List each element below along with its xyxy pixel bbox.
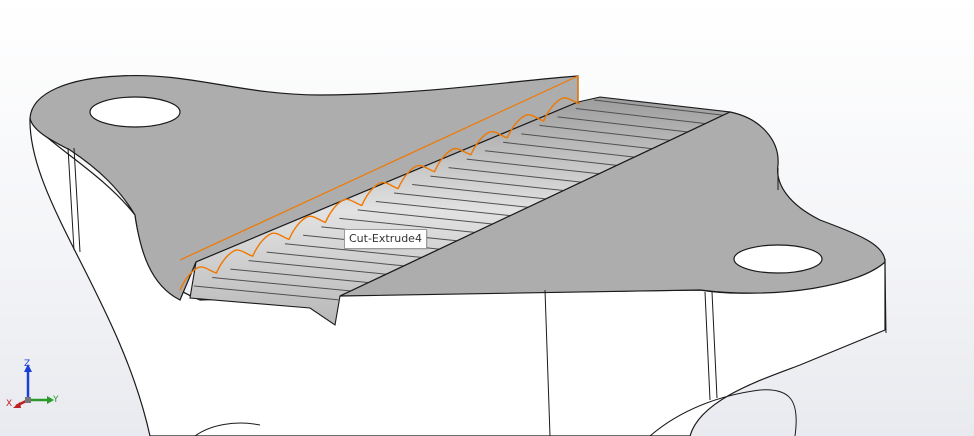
body-edge-line	[704, 291, 711, 401]
triad-arrows-icon	[13, 364, 54, 408]
reference-triad[interactable]: Z Y X	[4, 356, 68, 410]
groove-line	[557, 116, 695, 134]
body-edge-line	[711, 291, 718, 399]
cut-extrude-top-edge[interactable]	[179, 75, 579, 261]
groove-line	[575, 107, 713, 125]
body-edge-line	[544, 289, 551, 436]
left-flange-face[interactable]	[29, 74, 579, 301]
groove-line	[521, 133, 660, 150]
right-bolt-hole[interactable]	[733, 244, 823, 274]
groove-line	[212, 277, 358, 293]
lower-body-curve	[649, 389, 797, 436]
y-axis-label: Y	[53, 395, 59, 405]
feature-tooltip: Cut-Extrude4	[344, 229, 427, 249]
groove-line	[466, 158, 606, 176]
groove-line	[375, 200, 518, 217]
lower-left-curve	[194, 422, 261, 436]
groove-line	[448, 167, 589, 184]
cut-extrude-profile-edge[interactable]	[179, 97, 581, 291]
groove-line	[430, 175, 571, 192]
groove-line	[248, 260, 394, 276]
body-edge-line	[73, 147, 81, 253]
groove-line	[412, 184, 553, 201]
groove-line	[484, 150, 624, 167]
groove-line	[230, 268, 376, 284]
groove-line	[503, 141, 642, 159]
groove-line	[193, 285, 341, 301]
groove-line	[339, 217, 482, 234]
groove-line	[393, 192, 536, 209]
groove-line	[539, 124, 677, 142]
body-edge-line	[67, 147, 75, 251]
groove-line	[357, 209, 500, 226]
z-axis-label: Z	[24, 359, 31, 369]
groove-line	[266, 251, 411, 268]
right-side-edge	[884, 261, 887, 334]
x-axis-label: X	[6, 399, 13, 409]
left-bolt-hole[interactable]	[89, 96, 181, 128]
groove-line	[284, 243, 429, 259]
groove-line	[593, 99, 731, 117]
